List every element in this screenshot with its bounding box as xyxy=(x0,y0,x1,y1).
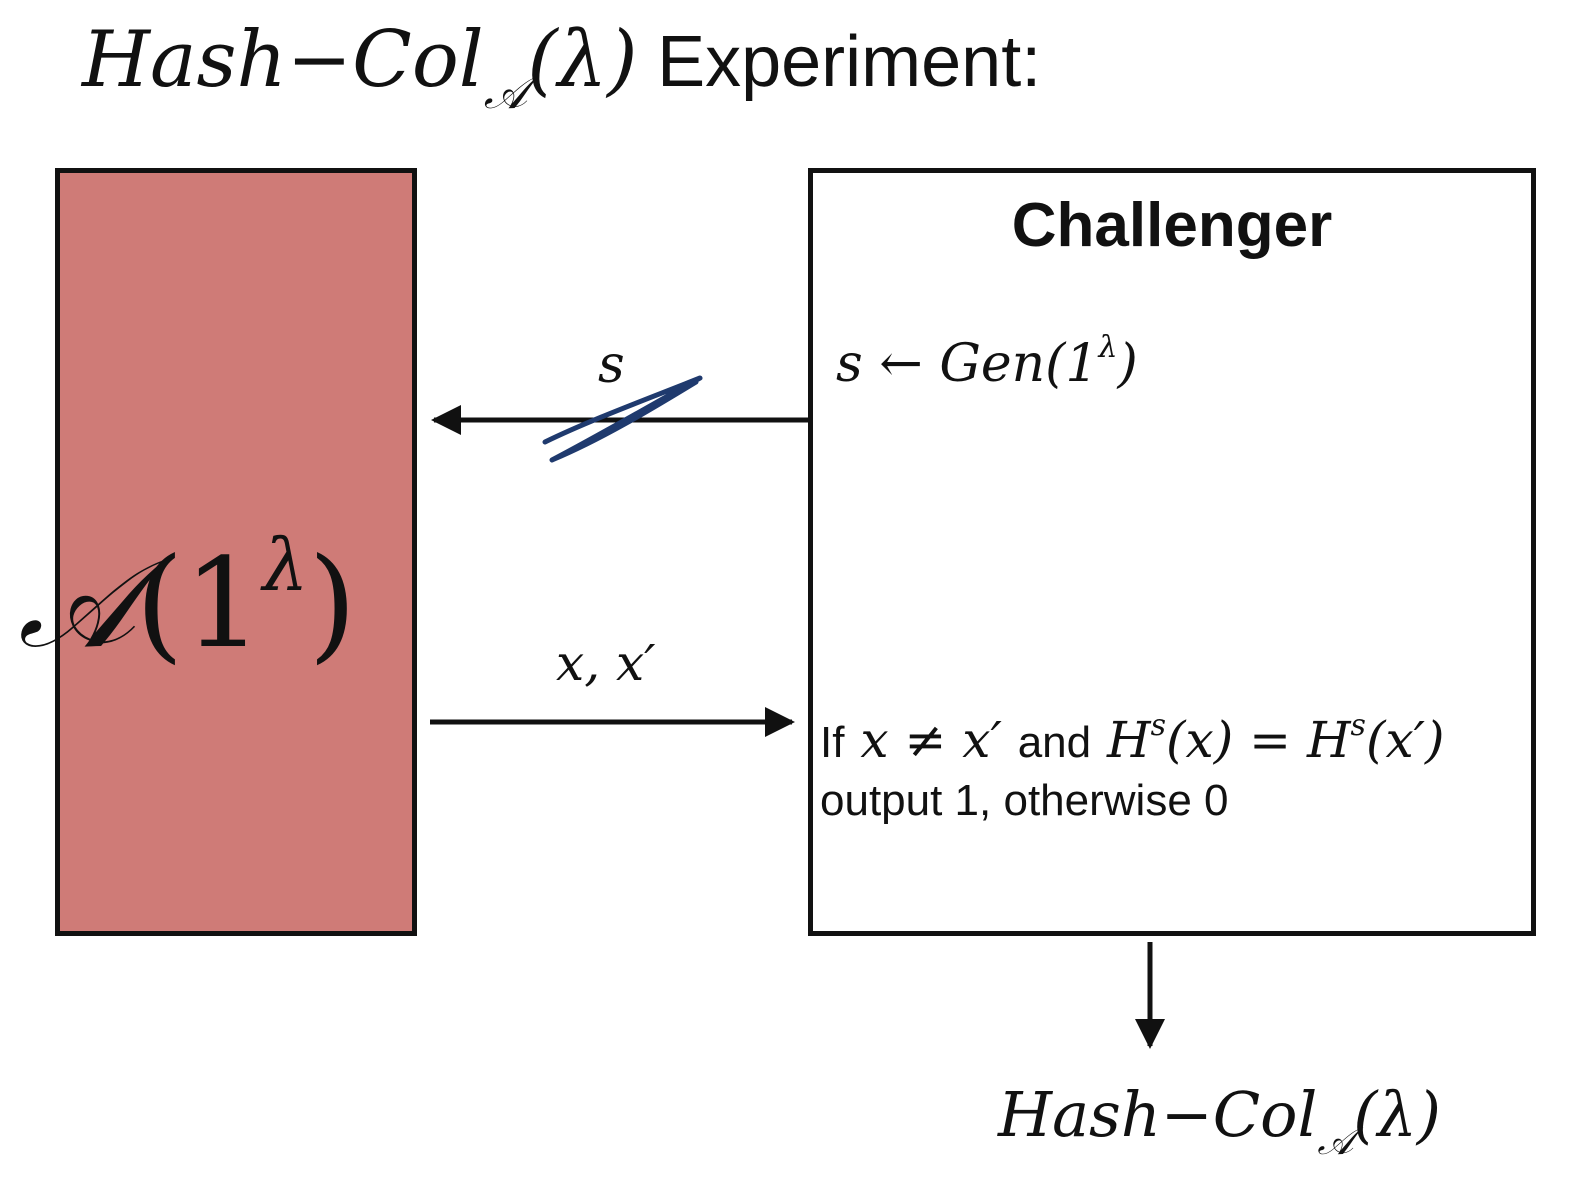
condition-line-2: output 1, otherwise 0 xyxy=(820,776,1229,825)
cond-if: If xyxy=(820,718,845,767)
challenger-title: Challenger xyxy=(1011,191,1333,260)
cond-h1-arg: (x) = H xyxy=(1166,711,1351,769)
challenger-box xyxy=(808,168,1536,936)
cond-h2-sup: s xyxy=(1350,708,1366,743)
adversary-open: (1 xyxy=(135,532,263,676)
title-math-sub: 𝒜 xyxy=(483,65,528,119)
result-sub: 𝒜 xyxy=(1317,1119,1354,1163)
title-math-arg: (λ) xyxy=(527,15,638,105)
adversary-symbol: 𝒜 xyxy=(18,532,136,676)
adversary-exponent: λ xyxy=(262,523,309,607)
adversary-close: ) xyxy=(308,532,357,676)
cond-h1: H xyxy=(1107,711,1151,769)
cond-neq: x ≠ x′ xyxy=(860,711,1002,769)
title-text: Experiment: xyxy=(657,22,1042,102)
gen-exponent: λ xyxy=(1098,330,1118,365)
message-label-x: x, x′ xyxy=(556,634,656,692)
title-math-main: Hash−Col xyxy=(82,15,484,105)
cond-h2-arg: (x′) xyxy=(1365,711,1445,769)
result-arg: (λ) xyxy=(1353,1078,1441,1151)
cond-h1-sup: s xyxy=(1150,708,1167,743)
adversary-label: 𝒜(1λ) xyxy=(18,490,357,679)
message-label-s: s xyxy=(598,335,625,395)
page-title: Hash−Col𝒜(λ) Experiment: xyxy=(82,10,1041,142)
gen-line: s ← Gen(1λ) xyxy=(836,330,1138,394)
result-main: Hash−Col xyxy=(998,1078,1318,1151)
gen-close: ) xyxy=(1117,334,1138,394)
condition-line-1: If x ≠ x′ and Hs(x) = Hs(x′) xyxy=(820,708,1445,769)
gen-lhs: s ← Gen(1 xyxy=(836,334,1099,394)
adversary-box xyxy=(55,168,417,936)
cond-and: and xyxy=(1017,718,1092,767)
result-label: Hash−Col𝒜(λ) xyxy=(998,1078,1441,1164)
handwritten-strike-mark xyxy=(542,375,703,463)
